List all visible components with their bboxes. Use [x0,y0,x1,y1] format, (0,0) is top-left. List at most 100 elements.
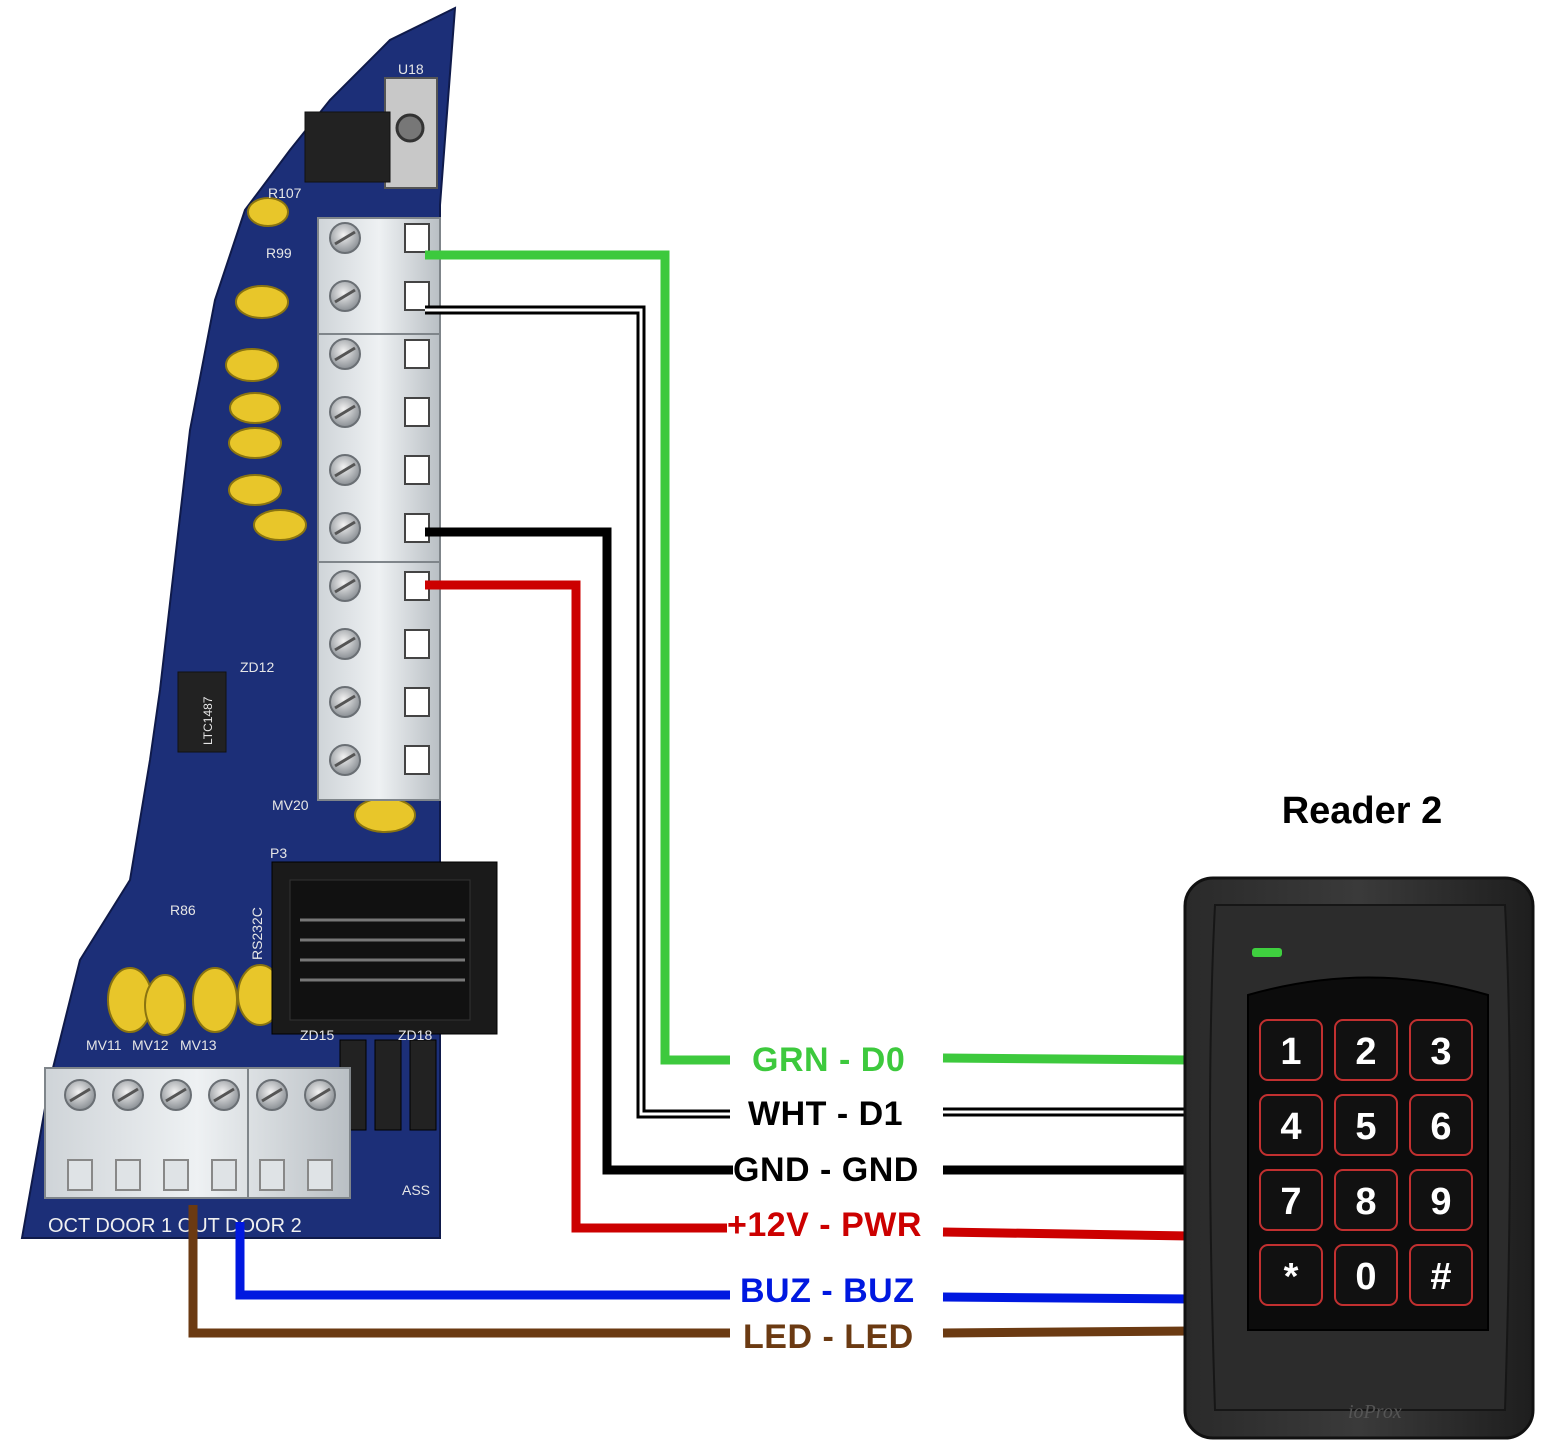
wire-led-left [188,1205,730,1338]
keypad-key[interactable]: 3 [1409,1019,1473,1081]
control-board: U18 R107 R99 ZD12 MV20 P3 RS232C R86 MV1… [20,6,498,1239]
keypad-key-label: 4 [1280,1106,1301,1148]
wire-pwr-left [425,580,727,1233]
screw-slot [334,230,356,246]
capacitors-left [107,197,416,1036]
screw-slot [334,462,356,478]
regulator-body [304,111,391,183]
terminal-socket [404,397,430,427]
wire-label-gnd: GND - GND [733,1151,919,1189]
keypad-key-label: 8 [1355,1181,1376,1223]
label-mv13: MV13 [180,1037,217,1053]
keypad-key[interactable]: 7 [1259,1169,1323,1231]
wire-grn-right [942,1053,1191,1065]
keypad-key-label: 2 [1355,1031,1376,1073]
wire-label-led: LED - LED [743,1318,914,1356]
keypad-key-label: 1 [1280,1031,1301,1073]
label-zd15: ZD15 [300,1027,334,1043]
wires [188,250,1193,1338]
wire-pwr-right [942,1227,1191,1241]
screw-slot [334,346,356,362]
reader-brand: ioProx [1348,1401,1402,1423]
screw-slot [261,1087,283,1103]
screw-slot [69,1087,91,1103]
keypad-key[interactable]: * [1259,1244,1323,1306]
keypad-key[interactable]: 1 [1259,1019,1323,1081]
terminal-socket [404,339,430,369]
keypad-key-label: 3 [1430,1031,1451,1073]
keypad-key-label: 6 [1430,1106,1451,1148]
terminal-block-vertical [317,217,441,801]
wire-gnd-left [425,527,733,1175]
screw-slot [334,578,356,594]
wire-wht-left-core [425,308,730,1116]
screw-slot [165,1087,187,1103]
keypad-key-label: * [1284,1256,1299,1298]
wire-grn-left [425,250,730,1065]
keypad-key[interactable]: 5 [1334,1094,1398,1156]
keypad-key-label: 9 [1430,1181,1451,1223]
diodes [339,1039,437,1131]
terminal-block-bottom [44,1067,351,1199]
reader-led [1252,948,1282,957]
screw-slot [334,694,356,710]
label-zd12: ZD12 [240,659,274,675]
label-r86: R86 [170,902,196,918]
label-r99: R99 [266,245,292,261]
wire-label-pwr: +12V - PWR [727,1206,922,1244]
keypad-key[interactable]: 8 [1334,1169,1398,1231]
terminal-socket [404,281,430,311]
label-r107: R107 [268,185,302,201]
keypad-key[interactable]: 6 [1409,1094,1473,1156]
card-reader: 1 2 3 4 5 6 7 8 9 * 0 # ioProx [1183,876,1535,1440]
label-bottom-strip: OCT DOOR 1 OUT DOOR 2 [48,1215,302,1237]
terminal-socket [404,745,430,775]
label-rs232c: RS232C [249,907,265,960]
terminal-socket [163,1159,189,1191]
label-ass: ASS [402,1182,430,1198]
label-mv12: MV12 [132,1037,169,1053]
wire-buz-right [942,1292,1193,1304]
screw-slot [334,404,356,420]
keypad-key[interactable]: # [1409,1244,1473,1306]
terminal-socket [307,1159,333,1191]
terminal-socket [404,629,430,659]
label-chip: LTC1487 [201,696,215,745]
label-zd18: ZD18 [398,1027,432,1043]
label-mv20: MV20 [272,797,309,813]
screw-slot [213,1087,235,1103]
wire-label-buz: BUZ - BUZ [740,1272,915,1310]
reader-title: Reader 2 [1281,790,1443,832]
terminal-socket [404,223,430,253]
wire-buz-left [235,1222,730,1300]
keypad-key[interactable]: 4 [1259,1094,1323,1156]
terminal-socket [211,1159,237,1191]
keypad-key[interactable]: 2 [1334,1019,1398,1081]
label-u18: U18 [398,61,424,77]
keypad-key-label: 0 [1355,1256,1376,1298]
wire-label-grn: GRN - D0 [752,1041,906,1079]
terminal-socket [404,455,430,485]
keypad-key-label: 5 [1355,1106,1376,1148]
label-mv11: MV11 [86,1037,122,1053]
terminal-socket [404,687,430,717]
label-p3: P3 [270,845,287,861]
ic-chip [177,671,227,753]
terminal-socket [115,1159,141,1191]
screw-slot [117,1087,139,1103]
screw-slot [309,1087,331,1103]
screw-slot [334,288,356,304]
keypad-key-label: # [1430,1256,1451,1298]
wire-label-wht: WHT - D1 [748,1095,904,1133]
keypad-key[interactable]: 0 [1334,1244,1398,1306]
screw-slot [334,752,356,768]
keypad-key[interactable]: 9 [1409,1169,1473,1231]
keypad-key-label: 7 [1280,1181,1301,1223]
regulator-screw [395,113,425,143]
screw-slot [334,520,356,536]
terminal-socket [67,1159,93,1191]
rj-connector [271,861,498,1035]
wire-led-right [942,1326,1193,1338]
